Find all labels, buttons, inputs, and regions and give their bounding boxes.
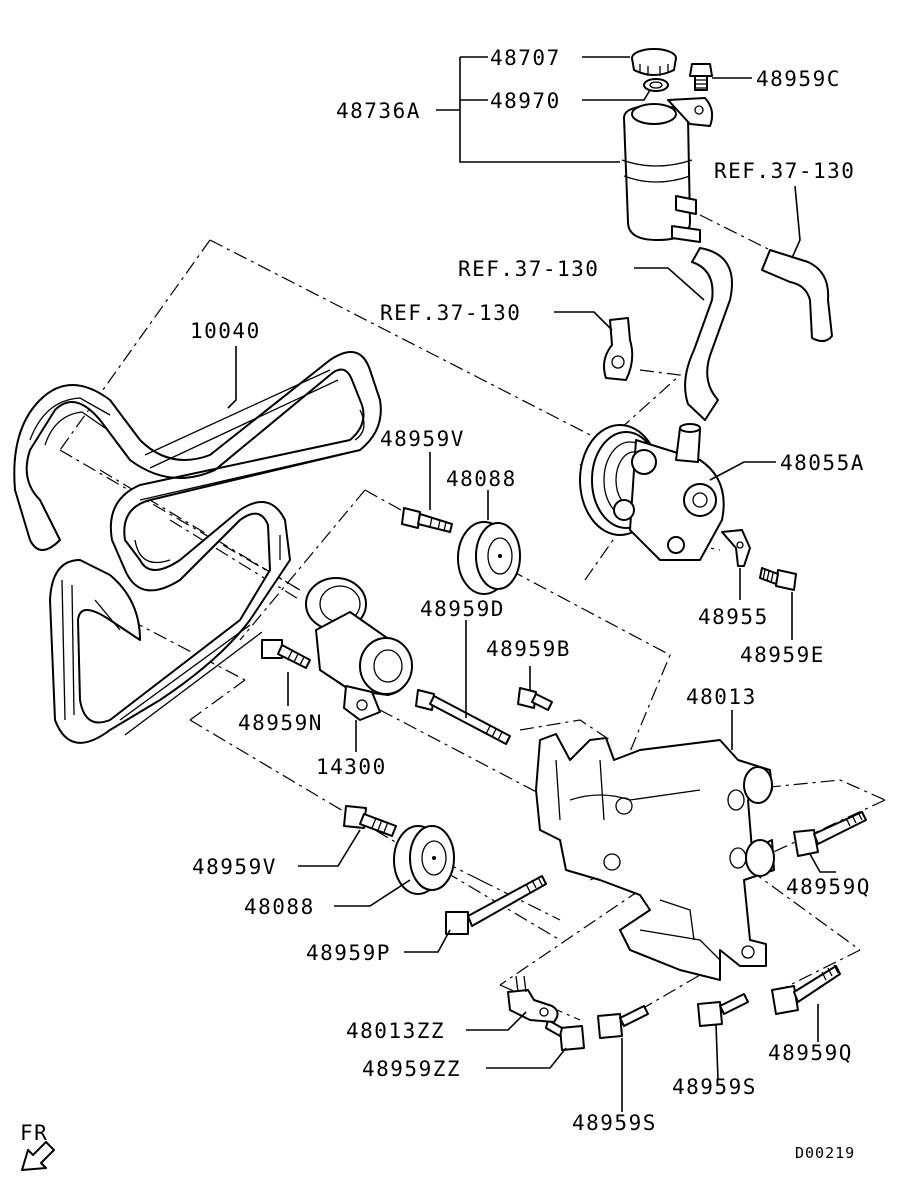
oil-reservoir [621, 97, 714, 243]
label-48088-bottom: 48088 [244, 895, 315, 919]
drive-belt [13, 351, 382, 744]
label-48955: 48955 [698, 605, 769, 629]
label-48088-top: 48088 [446, 467, 517, 491]
bolt-48959V-bottom [343, 805, 397, 837]
label-48959D: 48959D [420, 597, 505, 621]
label-48055A: 48055A [780, 451, 865, 475]
power-steering-pump [579, 423, 751, 567]
reservoir-seal-ring [643, 78, 669, 92]
label-14300: 14300 [316, 755, 387, 779]
small-bracket-48013ZZ [507, 975, 559, 1023]
bolt-48959N [261, 639, 311, 669]
front-label: FR [20, 1121, 48, 1145]
pump-bracket [535, 733, 775, 981]
label-48013ZZ: 48013ZZ [346, 1019, 445, 1043]
front-direction-arrow [21, 1141, 55, 1171]
pump-bolt-48959E [759, 567, 797, 591]
idler-pulley-bottom [393, 825, 455, 895]
bolt-48959Q-top [793, 811, 867, 857]
label-48959E: 48959E [740, 643, 825, 667]
bolt-48959D [415, 689, 511, 745]
label-48959Q-top: 48959Q [786, 875, 871, 899]
bolt-48959P [445, 875, 547, 935]
label-ref-37-130-middle: REF.37-130 [458, 257, 599, 281]
bolt-48959B [517, 687, 553, 711]
reservoir-bolt-48959C [689, 63, 713, 91]
hose-right [761, 249, 833, 342]
label-48959S-right: 48959S [672, 1075, 757, 1099]
part-labels: 48707 48970 48736A 48959C REF.37-130 REF… [20, 46, 871, 1162]
label-48959V-bottom: 48959V [192, 855, 277, 879]
idler-pulley-top [457, 521, 521, 595]
label-48959B: 48959B [486, 637, 571, 661]
label-48959P: 48959P [306, 941, 391, 965]
bolt-48959S-bottom [597, 1005, 649, 1039]
belt-tensioner [305, 577, 413, 721]
diagram-code: D00219 [795, 1144, 855, 1162]
leader-lines [227, 56, 836, 1112]
bolt-48959ZZ [545, 1019, 585, 1051]
label-48736A: 48736A [336, 99, 421, 123]
label-48970: 48970 [490, 89, 561, 113]
hose-clamp [603, 317, 634, 381]
label-48959ZZ: 48959ZZ [362, 1057, 461, 1081]
label-ref-37-130-lower: REF.37-130 [380, 301, 521, 325]
bolt-48959Q-bottom [771, 964, 841, 1015]
hose-upper [684, 247, 733, 421]
label-ref-37-130-top: REF.37-130 [714, 159, 855, 183]
label-10040: 10040 [190, 319, 261, 343]
label-48959Q-bottom: 48959Q [768, 1041, 853, 1065]
label-48959N: 48959N [238, 711, 323, 735]
reservoir-cap [631, 48, 677, 76]
bolt-48959V-top [401, 507, 453, 533]
label-48959C: 48959C [756, 67, 841, 91]
label-48959S-bottom: 48959S [572, 1111, 657, 1135]
bolt-48959S-right [697, 993, 749, 1027]
label-48013: 48013 [686, 685, 757, 709]
label-48707: 48707 [490, 46, 561, 70]
label-48959V-top: 48959V [380, 427, 465, 451]
